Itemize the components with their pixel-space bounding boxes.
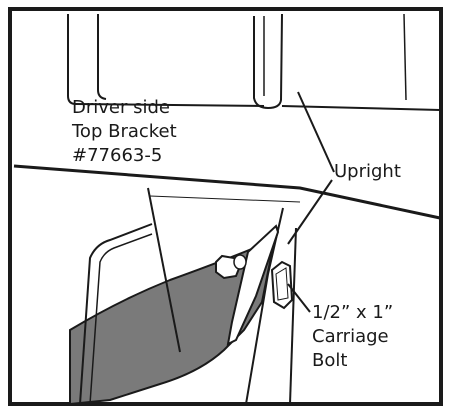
upright-leader-top: [297, 91, 335, 173]
carriage-bolt-face: [275, 267, 289, 301]
upper-panel-bottom: [281, 105, 441, 111]
bracket-flange: [226, 224, 280, 346]
bracket-leader-line: [147, 187, 181, 353]
bracket-label-line1: Driver side: [72, 97, 170, 118]
lower-upright-right: [289, 227, 297, 405]
upper-panel-edge: [67, 14, 265, 107]
bracket-nut-stud: [233, 254, 247, 270]
upper-panel-fold-left: [97, 14, 107, 100]
upper-panel-right: [403, 13, 407, 101]
bolt-label-line1: 1/2” x 1”: [312, 302, 394, 323]
bolt-label-line2: Carriage: [312, 326, 389, 347]
bracket-label-line3: #77663-5: [72, 145, 163, 166]
upper-panel-fold-right: [253, 13, 283, 110]
upright-label: Upright: [334, 161, 401, 182]
bracket-label-line2: Top Bracket: [72, 121, 177, 142]
crossbar-underside: [149, 195, 301, 203]
bolt-label-line3: Bolt: [312, 350, 348, 371]
bracket-rear-arm-inner: [89, 233, 153, 405]
upright-leader-bottom: [287, 179, 333, 245]
crossbar: [13, 164, 441, 220]
bracket-rear-arm: [79, 223, 153, 405]
border-frame: [8, 7, 443, 406]
bolt-leader-line: [287, 283, 311, 313]
